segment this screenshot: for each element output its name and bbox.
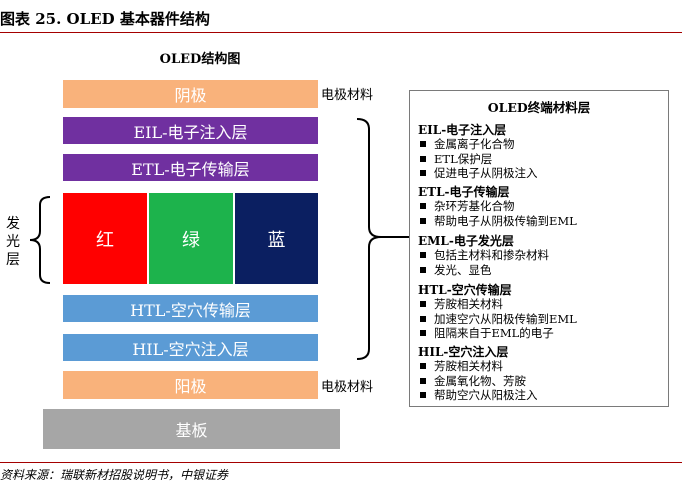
terminal-materials-panel: OLED终端材料层 EIL-电子注入层 金属离子化合物 ETL保护层 促进电子从…: [409, 90, 669, 407]
list-item: 发光、显色: [418, 263, 666, 278]
list-item: 阻隔来自于EML的电子: [418, 326, 666, 341]
hil-layer: HIL-空穴注入层: [63, 334, 318, 361]
emissive-label-char: 光: [6, 234, 20, 250]
emissive-brace: [29, 196, 51, 284]
green-emitter-layer: 绿: [149, 193, 233, 284]
list-item: ETL保护层: [418, 152, 666, 167]
list-item: 金属氧化物、芳胺: [418, 374, 666, 389]
list-item: 帮助电子从阴极传输到EML: [418, 214, 666, 229]
diagram-title: OLED结构图: [159, 52, 241, 67]
eil-layer-label: EIL-电子注入层: [133, 122, 248, 142]
etl-layer-label: ETL-电子传输层: [131, 159, 250, 179]
bullet-icon: [420, 170, 426, 177]
figure-title: 图表 25. OLED 基本器件结构: [0, 10, 210, 28]
bullet-icon: [420, 301, 426, 308]
list-item: 加速空穴从阳极传输到EML: [418, 312, 666, 327]
emissive-label-char: 层: [6, 252, 20, 268]
section-eil: EIL-电子注入层 金属离子化合物 ETL保护层 促进电子从阴极注入: [418, 123, 666, 181]
section-heading: EML-电子发光层: [418, 234, 514, 248]
list-item: 促进电子从阴极注入: [418, 166, 666, 181]
etl-layer: ETL-电子传输层: [63, 154, 318, 181]
list-item: 芳胺相关材料: [418, 297, 666, 312]
section-heading: HTL-空穴传输层: [418, 283, 512, 297]
anode-layer-label: 阳极: [174, 377, 207, 396]
red-emitter-layer: 红: [63, 193, 147, 284]
section-heading: HIL-空穴注入层: [418, 345, 509, 359]
list-item: 金属离子化合物: [418, 137, 666, 152]
section-heading: ETL-电子传输层: [418, 185, 510, 199]
panel-title: OLED终端材料层: [487, 100, 591, 115]
bullet-icon: [420, 217, 426, 224]
section-heading: EIL-电子注入层: [418, 123, 507, 137]
substrate-layer: 基板: [43, 409, 340, 449]
htl-layer-label: HTL-空穴传输层: [130, 300, 251, 320]
section-eml: EML-电子发光层 包括主材料和掺杂材料 发光、显色: [418, 234, 666, 277]
blue-emitter-label: 蓝: [267, 229, 286, 251]
bullet-icon: [420, 252, 426, 259]
section-etl: ETL-电子传输层 杂环芳基化合物 帮助电子从阴极传输到EML: [418, 185, 666, 228]
bullet-icon: [420, 377, 426, 384]
cathode-material-label: 电极材料: [321, 88, 374, 103]
list-item: 杂环芳基化合物: [418, 199, 666, 214]
section-htl: HTL-空穴传输层 芳胺相关材料 加速空穴从阳极传输到EML 阻隔来自于EML的…: [418, 283, 666, 341]
list-item: 帮助空穴从阳极注入: [418, 388, 666, 403]
emissive-label-char: 发: [6, 216, 20, 232]
top-divider: [0, 32, 682, 33]
bullet-icon: [420, 141, 426, 148]
list-item: 包括主材料和掺杂材料: [418, 248, 666, 263]
bullet-icon: [420, 330, 426, 337]
bullet-icon: [420, 315, 426, 322]
cathode-layer: 阴极: [63, 80, 318, 108]
bottom-divider: [0, 462, 682, 463]
emissive-layer-label: 发 光 层: [5, 215, 21, 269]
organic-layers-brace: [356, 118, 409, 360]
bullet-icon: [420, 392, 426, 399]
bullet-icon: [420, 363, 426, 370]
bullet-icon: [420, 155, 426, 162]
bullet-icon: [420, 203, 426, 210]
section-hil: HIL-空穴注入层 芳胺相关材料 金属氧化物、芳胺 帮助空穴从阳极注入: [418, 345, 666, 403]
substrate-layer-label: 基板: [175, 421, 208, 440]
green-emitter-label: 绿: [182, 229, 200, 251]
anode-layer: 阳极: [63, 371, 318, 399]
anode-material-label: 电极材料: [321, 380, 374, 395]
hil-layer-label: HIL-空穴注入层: [132, 339, 249, 359]
red-emitter-label: 红: [96, 229, 114, 251]
bullet-icon: [420, 266, 426, 273]
blue-emitter-layer: 蓝: [235, 193, 318, 284]
htl-layer: HTL-空穴传输层: [63, 295, 318, 322]
source-note: 资料来源：瑞联新材招股说明书，中银证券: [0, 468, 229, 482]
list-item: 芳胺相关材料: [418, 359, 666, 374]
cathode-layer-label: 阴极: [174, 86, 207, 105]
eil-layer: EIL-电子注入层: [63, 117, 318, 144]
